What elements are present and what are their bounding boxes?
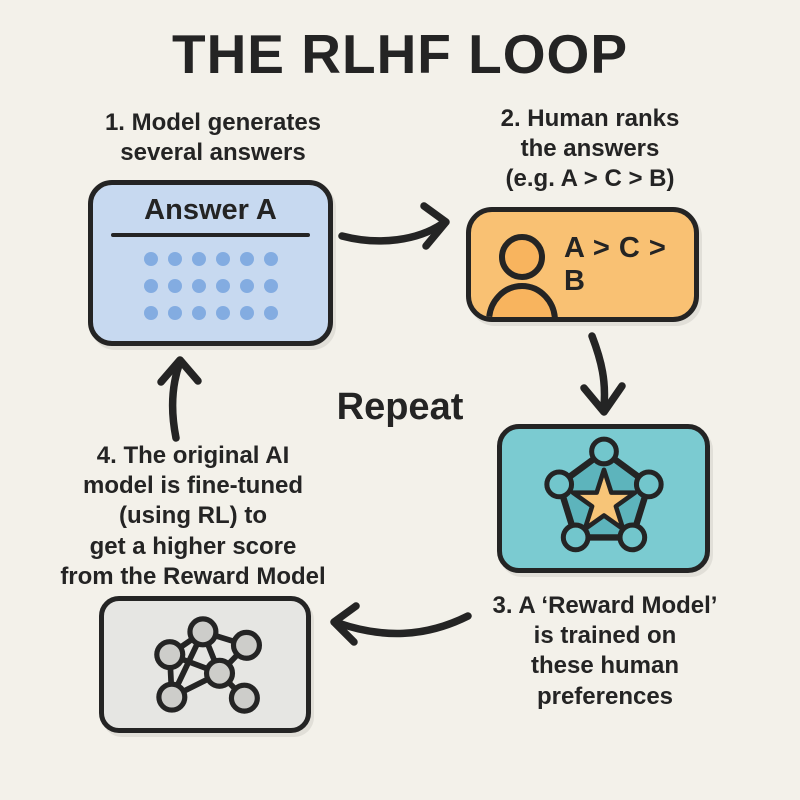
step4-line: get a higher score [89,532,297,560]
person-icon [486,233,558,317]
step1-line: 1. Model generates [104,109,322,136]
step1-label: 1. Model generates several answers [63,108,363,168]
dot-row [143,279,278,293]
answer-dot [215,252,230,266]
arrow-step4-to-step1-icon [157,356,202,442]
answer-dot [143,252,158,266]
repeat-label: Repeat [336,386,464,428]
step4-line: (using RL) to [119,502,267,530]
answer-dot [167,279,182,293]
answer-dot [143,279,158,293]
ranking-text: A > C > B [564,231,667,297]
page-title: THE RLHF LOOP [171,23,629,85]
policy-card [99,596,311,733]
step3-label: 3. A ‘Reward Model’ is trained on these … [455,591,755,712]
answer-dot [263,252,278,266]
answer-dot [143,306,158,320]
answers-card: Answer A [88,180,333,346]
step3-line: preferences [536,682,674,710]
ranking-card: A > C > B [466,207,699,322]
answer-dot [263,306,278,320]
answer-dot [239,279,254,293]
dot-row [143,306,278,320]
dot-row [143,252,278,266]
neural-network-icon [154,615,262,714]
step4-line: 4. The original AI [96,442,290,469]
arrow-step1-to-step2-icon [338,202,450,250]
step3-line: these human [530,652,680,680]
answer-dot [191,279,206,293]
answer-dot [239,252,254,266]
step4-label: 4. The original AI model is fine-tuned (… [33,441,353,592]
step3-line: 3. A ‘Reward Model’ [492,592,718,619]
step2-line: 2. Human ranks [500,105,680,132]
step3-line: is trained on [533,622,677,650]
answer-dot [239,306,254,320]
answer-dot [263,279,278,293]
arrow-step2-to-step3-icon [580,332,626,416]
dot-grid-icon [93,252,328,320]
answer-dot [215,306,230,320]
answer-dot [215,279,230,293]
pentagon-star-network-icon [543,436,664,552]
answer-dot [191,252,206,266]
step2-label: 2. Human ranks the answers (e.g. A > C >… [440,104,740,195]
step1-line: several answers [120,139,306,167]
arrow-step3-to-step4-icon [330,602,472,646]
answer-dot [167,306,182,320]
step4-line: model is fine-tuned [82,472,303,500]
reward-card [497,424,710,573]
step2-line: (e.g. A > C > B) [505,165,675,193]
step2-line: the answers [520,135,660,163]
step4-line: from the Reward Model [60,562,326,590]
answer-divider [111,233,310,237]
answer-dot [167,252,182,266]
answer-title: Answer A [144,194,277,226]
answer-dot [191,306,206,320]
